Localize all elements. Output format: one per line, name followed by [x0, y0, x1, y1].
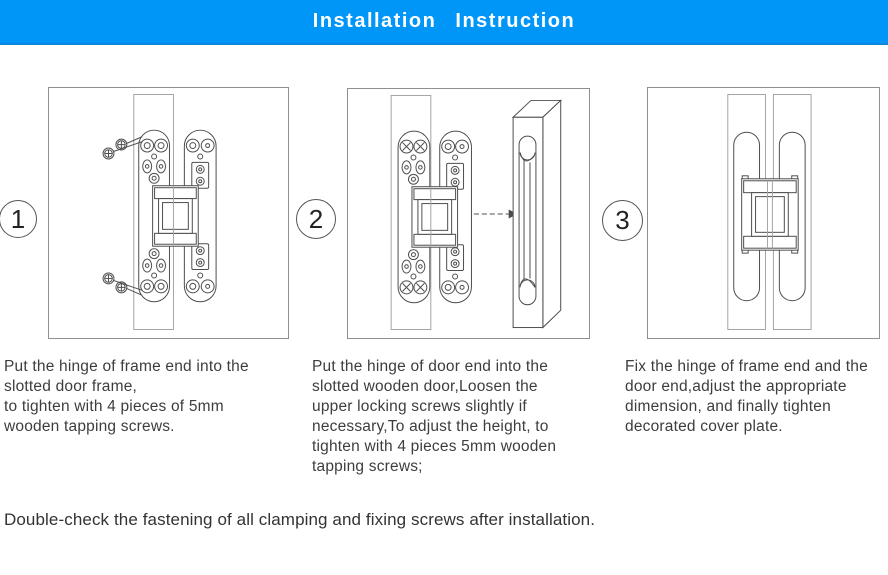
- title-banner: Installation Instruction: [0, 0, 888, 45]
- step-caption-3: Fix the hinge of frame end and the door …: [625, 358, 868, 435]
- step-caption-2: Put the hinge of door end into the slott…: [312, 358, 557, 475]
- step-panel-3: [647, 87, 880, 339]
- step-panel-1: [48, 87, 289, 339]
- step-caption-1: Put the hinge of frame end into the slot…: [4, 358, 249, 435]
- step-badge-3: 3: [602, 200, 643, 241]
- page-title: Installation Instruction: [312, 10, 576, 32]
- step-panel-2: [347, 88, 590, 339]
- hinge-frame-diagram: [102, 93, 217, 331]
- step-number-3: 3: [615, 205, 630, 235]
- hinge-door-diagram: [390, 94, 562, 331]
- step-badge-1: 1: [0, 200, 37, 238]
- step-badge-2: 2: [296, 199, 336, 239]
- footer-note: Double-check the fastening of all clampi…: [4, 510, 596, 529]
- step-number-1: 1: [10, 203, 26, 234]
- hinge-assembled-diagram: [727, 94, 812, 330]
- step-number-2: 2: [308, 203, 324, 234]
